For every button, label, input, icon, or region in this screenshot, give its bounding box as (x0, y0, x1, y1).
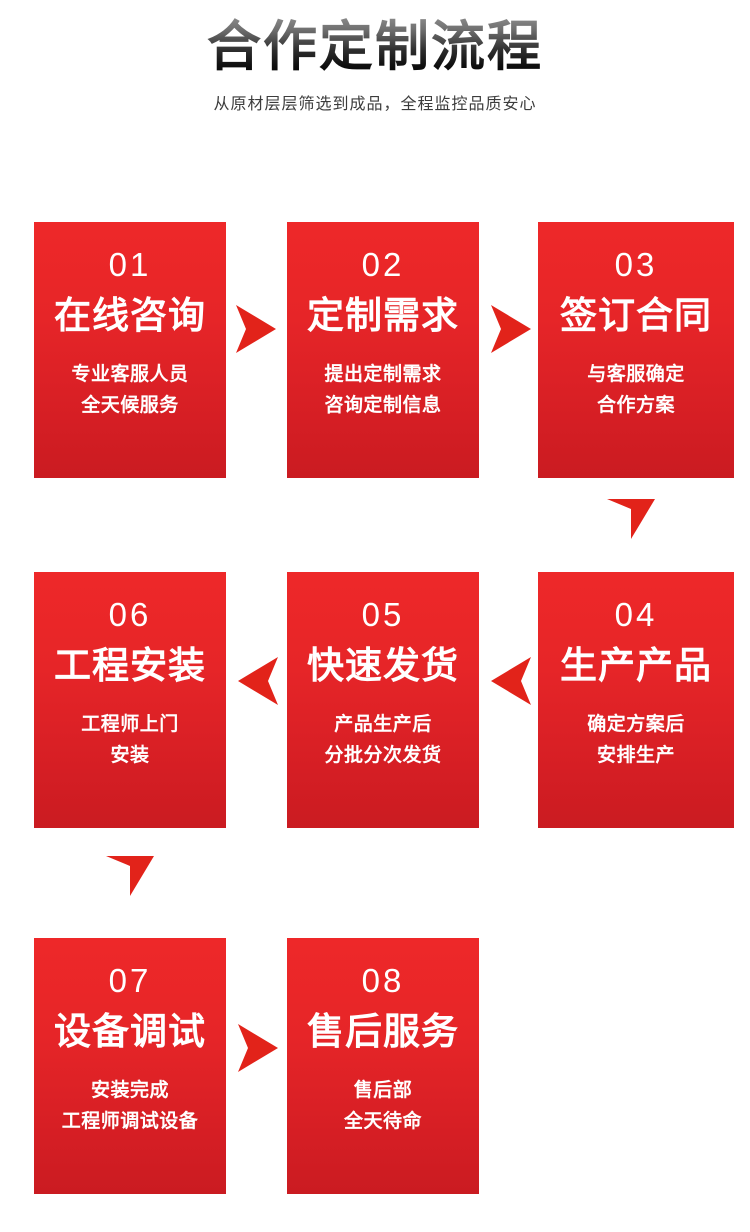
header: 合作定制流程 从原材层层筛选到成品，全程监控品质安心 (0, 16, 750, 114)
page-subtitle: 从原材层层筛选到成品，全程监控品质安心 (213, 96, 537, 114)
arrow-step7-to-step8-right-icon (234, 1022, 282, 1074)
step-title: 设备调试 (54, 1011, 206, 1052)
step-number: 02 (361, 246, 405, 283)
step-title: 签订合同 (560, 295, 712, 336)
step-description-line2: 全天待命 (343, 1111, 422, 1133)
step-description-line1: 专业客服人员 (71, 364, 189, 386)
step-description-line1: 工程师上门 (81, 714, 179, 736)
step-card-01[interactable]: 01 在线咨询 专业客服人员 全天候服务 (34, 222, 226, 478)
step-description: 与客服确定 合作方案 (538, 360, 734, 422)
step-description-line2: 合作方案 (596, 395, 675, 417)
step-description: 安装完成 工程师调试设备 (34, 1076, 226, 1138)
arrow-step1-to-step2-right-icon (232, 303, 280, 355)
step-description: 售后部 全天待命 (287, 1076, 479, 1138)
step-description-line1: 售后部 (353, 1080, 413, 1102)
arrow-step3-to-step4-down-icon (605, 495, 657, 543)
step-card-05[interactable]: 05 快速发货 产品生产后 分批分次发货 (287, 572, 479, 828)
page-title: 合作定制流程 (0, 16, 750, 78)
step-description-line2: 分批分次发货 (324, 745, 442, 767)
step-card-08[interactable]: 08 售后服务 售后部 全天待命 (287, 938, 479, 1194)
arrow-step2-to-step3-right-icon (487, 303, 535, 355)
step-description-line1: 产品生产后 (334, 714, 432, 736)
step-description-line2: 全天候服务 (81, 395, 179, 417)
step-title: 定制需求 (307, 295, 459, 336)
step-description-line1: 提出定制需求 (324, 364, 442, 386)
step-title: 在线咨询 (54, 295, 206, 336)
step-title: 快速发货 (307, 645, 459, 686)
step-description-line2: 咨询定制信息 (324, 395, 442, 417)
step-description-line2: 工程师调试设备 (61, 1111, 199, 1133)
step-description-line1: 安装完成 (90, 1080, 169, 1102)
step-card-06[interactable]: 06 工程安装 工程师上门 安装 (34, 572, 226, 828)
step-description: 产品生产后 分批分次发货 (287, 710, 479, 772)
step-title: 售后服务 (307, 1011, 459, 1052)
arrow-step6-to-step7-down-icon (104, 852, 156, 900)
step-description-line1: 与客服确定 (587, 364, 685, 386)
arrow-step5-to-step6-left-icon (234, 655, 282, 707)
step-number: 06 (108, 596, 152, 633)
step-title: 生产产品 (560, 645, 712, 686)
step-number: 08 (361, 962, 405, 999)
step-description: 工程师上门 安装 (34, 710, 226, 772)
step-number: 05 (361, 596, 405, 633)
step-number: 04 (614, 596, 658, 633)
step-description: 确定方案后 安排生产 (538, 710, 734, 772)
step-card-04[interactable]: 04 生产产品 确定方案后 安排生产 (538, 572, 734, 828)
step-description: 专业客服人员 全天候服务 (34, 360, 226, 422)
step-number: 03 (614, 246, 658, 283)
step-number: 07 (108, 962, 152, 999)
step-description-line2: 安装 (110, 745, 150, 767)
step-description-line2: 安排生产 (596, 745, 675, 767)
step-card-02[interactable]: 02 定制需求 提出定制需求 咨询定制信息 (287, 222, 479, 478)
step-description-line1: 确定方案后 (587, 714, 685, 736)
step-description: 提出定制需求 咨询定制信息 (287, 360, 479, 422)
step-title: 工程安装 (54, 645, 206, 686)
step-card-03[interactable]: 03 签订合同 与客服确定 合作方案 (538, 222, 734, 478)
step-card-07[interactable]: 07 设备调试 安装完成 工程师调试设备 (34, 938, 226, 1194)
arrow-step4-to-step5-left-icon (487, 655, 535, 707)
step-number: 01 (108, 246, 152, 283)
